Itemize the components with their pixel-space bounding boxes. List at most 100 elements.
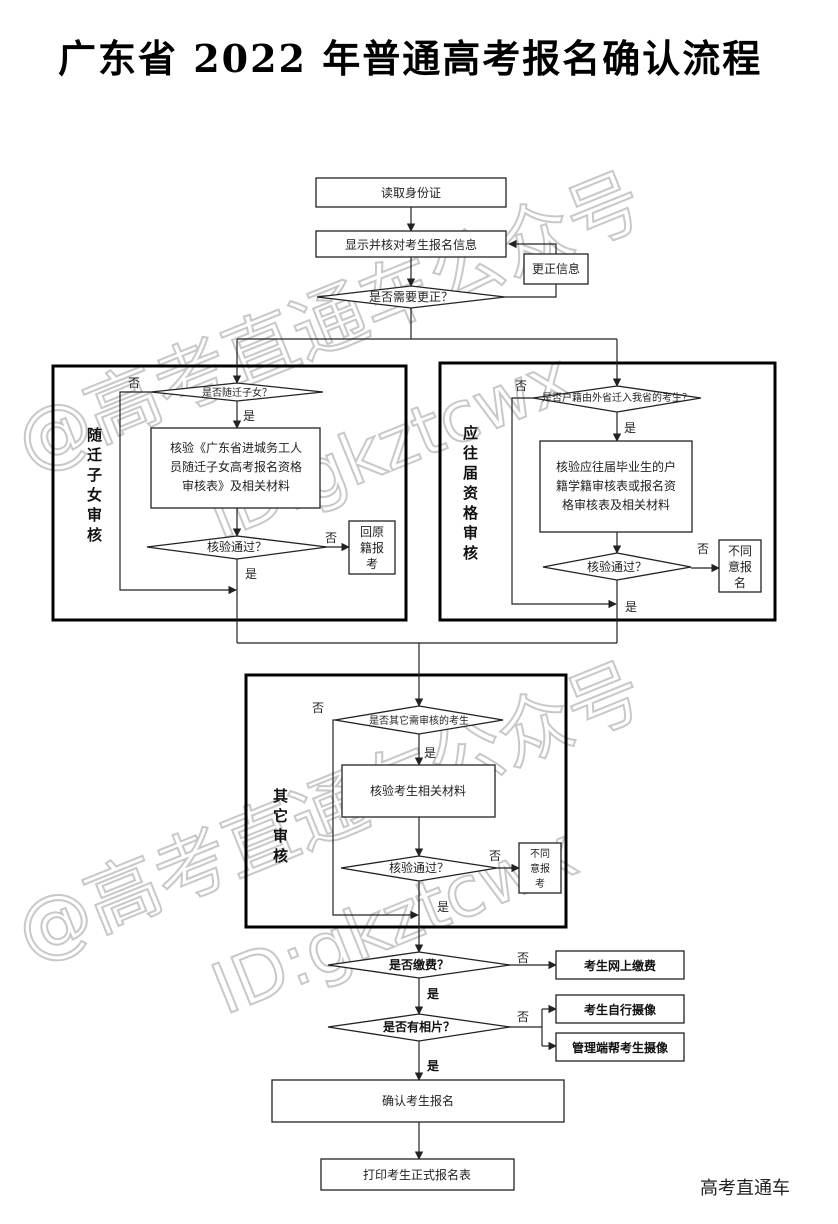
graduate-pass-label: 核验通过？ (587, 559, 647, 574)
svg-text:核: 核 (273, 847, 288, 865)
yes-label: 是 (437, 900, 449, 914)
svg-text:审: 审 (273, 827, 288, 845)
self-photo-label: 考生自行摄像 (584, 1002, 657, 1017)
no-label: 否 (489, 849, 501, 863)
need-other-diamond (334, 705, 504, 735)
svg-text:它: 它 (273, 807, 288, 825)
graduate-pass-diamond (542, 552, 692, 581)
pay-online-label: 考生网上缴费 (584, 958, 656, 973)
return-home-line-2: 籍报 (360, 540, 384, 555)
read-id-box (315, 177, 507, 208)
need-correct-label: 是否需要更正？ (369, 290, 453, 304)
need-other-label: 是否其它需审核的考生 (369, 714, 469, 727)
graduate-verify-line-2: 籍学籍审核表或报名资 (556, 478, 676, 493)
show-verify-box (315, 230, 507, 258)
branch-labels: 否 是 否 是 否 是 否 是 否 是 否 是 否 是 否 是 (128, 376, 709, 1073)
graduate-verify-box (539, 440, 693, 533)
yes-label: 是 (245, 567, 257, 581)
svg-text:随: 随 (87, 426, 102, 444)
panel-other (244, 673, 568, 929)
not-agree-2-box (518, 842, 562, 894)
no-label: 否 (515, 379, 527, 393)
paid-label: 是否缴费？ (388, 957, 449, 972)
not-agree-1-line-2: 意报 (728, 559, 752, 574)
svg-text:资: 资 (463, 484, 478, 502)
watermark-layer: @高考直通车公众号 ID:gkztcwx @高考直通车公众号 ID:gkztcw… (4, 156, 656, 1031)
not-agree-1-line-1: 不同 (728, 544, 752, 558)
return-home-line-1: 回原 (360, 525, 384, 539)
svg-text:迁: 迁 (87, 446, 102, 464)
migrant-verify-line-2: 员随迁子女高考报名资格 (170, 459, 302, 474)
no-label: 否 (517, 951, 529, 965)
self-photo-box (555, 994, 685, 1024)
no-label: 否 (325, 531, 337, 545)
not-agree-1-box (718, 539, 762, 593)
page-title: 广东省 2022 年普通高考报名确认流程 (58, 36, 763, 81)
graduate-verify-line-1: 核验应往届毕业生的户 (556, 459, 676, 474)
svg-text:格: 格 (463, 504, 479, 522)
not-agree-2-line-1: 不同 (530, 848, 550, 860)
yes-label: 是 (243, 409, 255, 423)
svg-text:子: 子 (87, 466, 102, 484)
migrant-verify-box (150, 427, 321, 509)
has-photo-diamond (327, 1013, 511, 1042)
panel-other-label: 其它 审核 (273, 787, 288, 865)
other-verify-box (341, 764, 496, 818)
not-agree-1-line-3: 名 (734, 575, 746, 590)
svg-text:往: 往 (463, 444, 478, 462)
is-outside-diamond (532, 385, 702, 413)
svg-text:应: 应 (463, 424, 478, 442)
return-home-box (348, 520, 396, 575)
no-label: 否 (697, 542, 709, 556)
other-verify-label: 核验考生相关材料 (370, 783, 466, 798)
svg-text:核: 核 (463, 544, 478, 562)
yes-label: 是 (625, 600, 637, 614)
is-migrant-label: 是否随迁子女？ (202, 386, 272, 399)
migrant-verify-line-3: 审核表》及相关材料 (182, 478, 290, 493)
svg-text:其: 其 (273, 787, 288, 805)
migrant-verify-line-1: 核验《广东省进城务工人 (170, 440, 302, 455)
correct-info-box (523, 253, 589, 285)
confirm-box (271, 1079, 565, 1123)
other-pass-diamond (340, 855, 498, 882)
need-correct-diamond (316, 285, 506, 309)
footer-brand: 高考直通车 (700, 1178, 790, 1199)
connectors (119, 207, 720, 1160)
show-verify-label: 显示并核对考生报名信息 (345, 237, 477, 252)
svg-text:审: 审 (463, 524, 478, 542)
yes-label: 是 (624, 421, 636, 435)
not-agree-2-line-3: 考 (535, 878, 545, 890)
paid-diamond (327, 951, 511, 979)
pay-online-box (555, 950, 685, 980)
correct-info-label: 更正信息 (532, 261, 580, 276)
graduate-verify-line-3: 格审核表及相关材料 (562, 497, 670, 512)
not-agree-2-line-2: 意报 (530, 862, 550, 875)
no-label: 否 (312, 701, 324, 715)
migrant-pass-label: 核验通过？ (207, 539, 267, 554)
yes-label: 是 (424, 746, 436, 760)
is-outside-label: 是否户籍由外省迁入我省的考生？ (542, 391, 692, 404)
print-box (320, 1158, 515, 1191)
other-pass-label: 核验通过？ (389, 860, 449, 875)
panel-migrant (51, 364, 408, 622)
panel-migrant-label: 随迁 子女 审核 (87, 426, 102, 544)
migrant-pass-diamond (146, 535, 328, 560)
has-photo-label: 是否有相片？ (382, 1019, 455, 1034)
no-label: 否 (128, 376, 140, 390)
panel-graduate (438, 361, 777, 622)
no-label: 否 (517, 1010, 529, 1024)
admin-photo-label: 管理端帮考生摄像 (572, 1040, 669, 1055)
is-migrant-diamond (150, 382, 324, 402)
svg-text:届: 届 (463, 464, 478, 482)
svg-text:审: 审 (87, 506, 102, 524)
return-home-line-3: 考 (366, 557, 378, 571)
svg-text:女: 女 (87, 486, 102, 504)
confirm-label: 确认考生报名 (382, 1093, 454, 1108)
print-label: 打印考生正式报名表 (363, 1167, 471, 1182)
read-id-label: 读取身份证 (381, 185, 441, 200)
panel-graduate-label: 应往 届资 格审 核 (463, 424, 479, 562)
svg-text:核: 核 (87, 526, 102, 544)
yes-label: 是 (426, 1059, 440, 1073)
yes-label: 是 (426, 987, 440, 1001)
